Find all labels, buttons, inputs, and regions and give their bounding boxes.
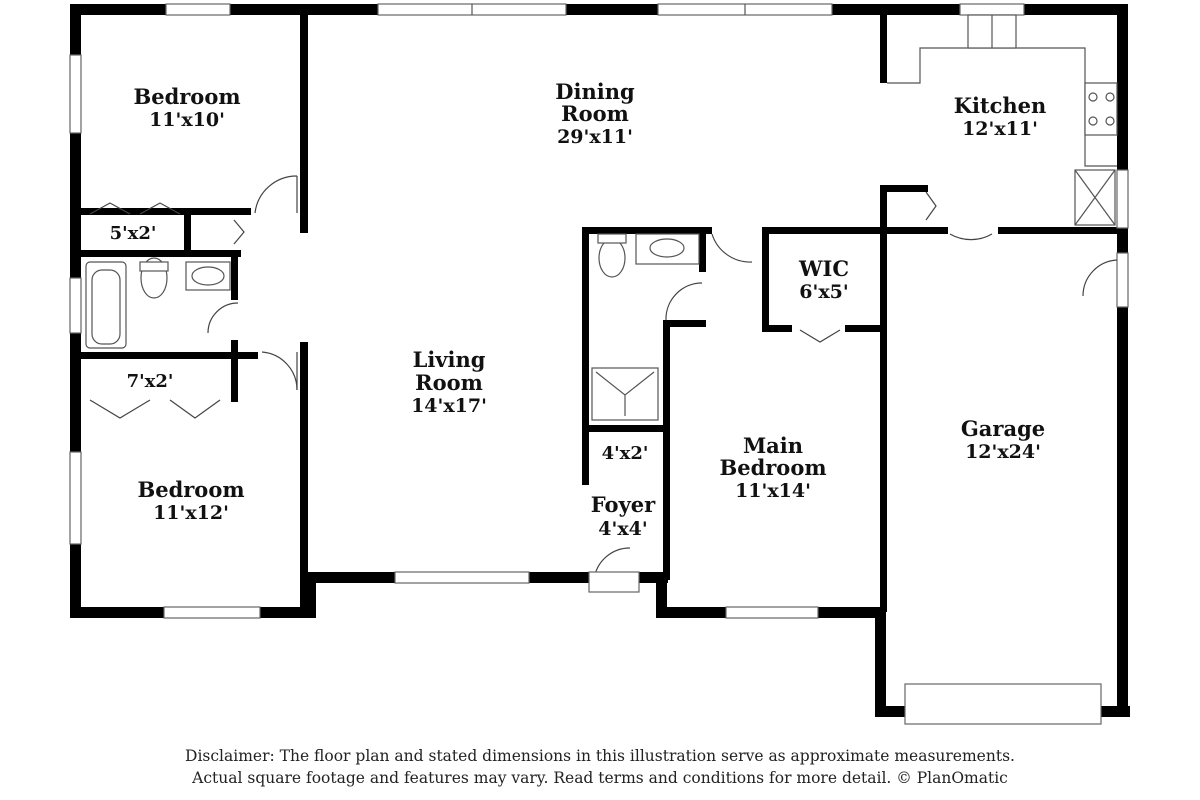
room-name: Bedroom (137, 477, 244, 502)
bedroom-top-label: Bedroom 11'x10' (133, 84, 240, 131)
room-name-line1: Living (413, 347, 486, 372)
doors (89, 175, 1118, 593)
closet-4x2-label: 4'x2' (602, 443, 649, 464)
room-name: WIC (798, 256, 849, 281)
fixtures (85, 14, 1118, 725)
living-room-label: Living Room 14'x17' (411, 347, 487, 417)
kitchen-label: Kitchen 12'x11' (954, 93, 1047, 140)
bedroom-bottom-label: Bedroom 11'x12' (137, 477, 244, 524)
room-name-line2: Room (415, 370, 483, 395)
room-name-line1: Main (743, 433, 803, 458)
room-dimensions: 11'x12' (153, 502, 229, 524)
room-name-line2: Bedroom (719, 455, 826, 480)
foyer-label: Foyer 4'x4' (591, 492, 656, 540)
room-dimensions: 12'x24' (965, 441, 1041, 463)
wic-label: WIC 6'x5' (798, 256, 849, 303)
main-bedroom-label: Main Bedroom 11'x14' (719, 433, 826, 502)
dining-room-label: Dining Room 29'x11' (555, 79, 635, 148)
room-name: Garage (961, 416, 1045, 441)
disclaimer-line-2: Actual square footage and features may v… (192, 769, 1008, 787)
windows (69, 3, 1129, 619)
disclaimer: Disclaimer: The floor plan and stated di… (0, 745, 1200, 789)
room-name: Bedroom (133, 84, 240, 109)
room-dimensions: 29'x11' (557, 126, 633, 148)
room-dimensions: 6'x5' (799, 281, 848, 303)
room-dimensions: 4'x4' (598, 518, 647, 540)
floor-plan: Bedroom 11'x10' 5'x2' 7'x2' Bedroom 11'x… (69, 3, 1130, 725)
disclaimer-line-1: Disclaimer: The floor plan and stated di… (185, 747, 1015, 765)
room-name-line1: Dining (555, 79, 635, 104)
room-dimensions: 14'x17' (411, 395, 487, 417)
room-name-line2: Room (561, 101, 629, 126)
closet-5x2-label: 5'x2' (110, 223, 157, 244)
room-labels: Bedroom 11'x10' 5'x2' 7'x2' Bedroom 11'x… (110, 79, 1047, 540)
room-name: Kitchen (954, 93, 1047, 118)
room-dimensions: 11'x10' (149, 109, 225, 131)
room-dimensions: 11'x14' (735, 480, 811, 502)
closet-7x2-label: 7'x2' (127, 371, 174, 392)
room-name: Foyer (591, 492, 656, 517)
garage-label: Garage 12'x24' (961, 416, 1045, 463)
room-dimensions: 12'x11' (962, 118, 1038, 140)
